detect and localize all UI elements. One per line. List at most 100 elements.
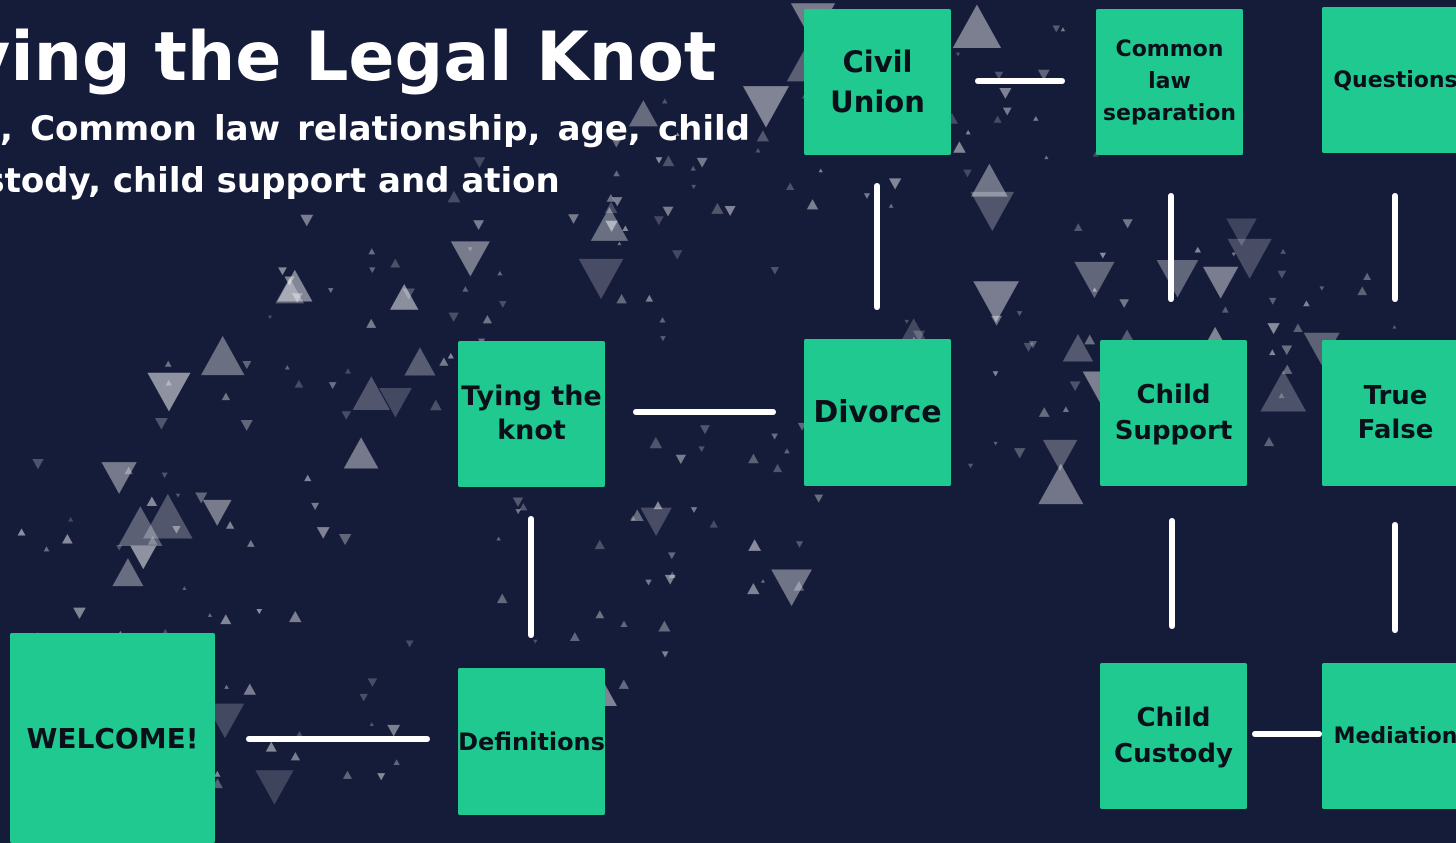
- background-triangle: [387, 725, 400, 737]
- node-child-support[interactable]: Child Support: [1100, 340, 1247, 486]
- background-triangle: [1277, 271, 1286, 279]
- background-triangle: [300, 215, 313, 227]
- node-welcome[interactable]: WELCOME!: [10, 633, 215, 843]
- background-triangle: [1014, 448, 1025, 458]
- background-triangle: [369, 267, 375, 273]
- background-triangle: [242, 361, 251, 369]
- background-triangle: [1264, 437, 1274, 446]
- background-triangle: [956, 53, 960, 57]
- background-triangle: [1084, 335, 1095, 345]
- background-triangle: [370, 722, 374, 726]
- background-triangle: [1363, 273, 1371, 280]
- background-triangle: [662, 651, 669, 657]
- background-triangle: [32, 459, 43, 469]
- background-triangle: [222, 393, 230, 401]
- background-triangle: [994, 116, 1002, 123]
- background-triangle: [784, 448, 790, 453]
- background-triangle: [44, 546, 50, 551]
- background-triangle: [390, 259, 400, 268]
- background-triangle: [1269, 349, 1275, 355]
- background-triangle: [771, 267, 780, 275]
- background-triangle: [568, 214, 579, 224]
- background-triangle: [1038, 464, 1083, 505]
- connector-welcome-definitions: [246, 736, 430, 742]
- background-triangle: [1319, 286, 1324, 290]
- background-triangle: [18, 528, 26, 535]
- background-triangle: [519, 503, 527, 510]
- node-common-law-separation[interactable]: Common law separation: [1096, 9, 1243, 155]
- background-triangle: [773, 464, 782, 472]
- background-triangle: [1357, 286, 1367, 295]
- connector-tying-divorce: [633, 409, 776, 415]
- background-triangle: [295, 380, 304, 388]
- background-triangle: [889, 204, 894, 208]
- background-triangle: [162, 473, 168, 479]
- background-triangle: [672, 250, 682, 259]
- node-civil-union[interactable]: Civil Union: [804, 9, 951, 155]
- background-triangle: [291, 752, 300, 760]
- background-triangle: [513, 497, 523, 506]
- background-triangle: [311, 503, 319, 510]
- background-triangle: [182, 586, 186, 590]
- background-triangle: [226, 521, 234, 529]
- background-triangle: [761, 579, 765, 583]
- background-triangle: [659, 317, 665, 322]
- background-triangle: [62, 534, 73, 544]
- node-divorce[interactable]: Divorce: [804, 339, 951, 486]
- background-triangle: [1222, 307, 1229, 313]
- background-triangle: [747, 583, 759, 594]
- background-triangle: [595, 610, 604, 618]
- background-triangle: [255, 770, 293, 804]
- background-triangle: [631, 509, 644, 521]
- background-triangle: [1017, 311, 1023, 316]
- background-triangle: [757, 130, 769, 141]
- node-child-custody[interactable]: Child Custody: [1100, 663, 1247, 809]
- background-triangle: [668, 552, 676, 559]
- background-triangle: [1280, 249, 1286, 254]
- node-questions[interactable]: Questions: [1322, 7, 1456, 153]
- background-triangle: [645, 580, 652, 586]
- background-triangle: [622, 225, 628, 231]
- connector-definitions-tying: [528, 516, 534, 638]
- page-title: ying the Legal Knot: [0, 18, 716, 98]
- background-triangle: [317, 527, 330, 539]
- background-triangle: [864, 193, 870, 199]
- background-triangle: [579, 259, 624, 299]
- background-triangle: [748, 454, 759, 464]
- node-true-false[interactable]: True False: [1322, 340, 1456, 486]
- node-tying-the-knot[interactable]: Tying the knot: [458, 341, 605, 487]
- background-triangle: [619, 680, 629, 689]
- background-triangle: [220, 614, 231, 624]
- background-triangle: [698, 446, 704, 452]
- background-triangle: [665, 575, 676, 585]
- node-definitions[interactable]: Definitions: [458, 668, 605, 815]
- background-triangle: [404, 347, 435, 375]
- background-triangle: [807, 199, 818, 209]
- node-mediation[interactable]: Mediation: [1322, 663, 1456, 809]
- background-triangle: [971, 192, 1015, 231]
- background-triangle: [658, 621, 670, 632]
- background-triangle: [1100, 253, 1107, 259]
- background-triangle: [241, 420, 253, 431]
- connector-common-law-child-support: [1168, 193, 1174, 302]
- background-triangle: [620, 621, 627, 627]
- background-triangle: [116, 545, 122, 551]
- background-triangle: [691, 507, 698, 513]
- background-triangle: [654, 501, 663, 509]
- background-triangle: [448, 353, 454, 359]
- page-subtitle: rce, Common law relationship, age, child…: [0, 103, 750, 207]
- background-triangle: [345, 368, 351, 373]
- background-triangle: [755, 148, 760, 153]
- background-triangle: [203, 500, 232, 526]
- background-triangle: [406, 640, 414, 647]
- background-triangle: [368, 248, 375, 254]
- connector-custody-mediation: [1252, 731, 1322, 737]
- background-triangle: [1074, 262, 1114, 298]
- background-triangle: [968, 464, 973, 469]
- background-triangle: [130, 546, 156, 570]
- background-triangle: [654, 216, 664, 225]
- background-triangle: [1063, 406, 1069, 412]
- background-triangle: [1392, 325, 1396, 329]
- background-triangle: [994, 442, 998, 446]
- background-triangle: [68, 517, 73, 522]
